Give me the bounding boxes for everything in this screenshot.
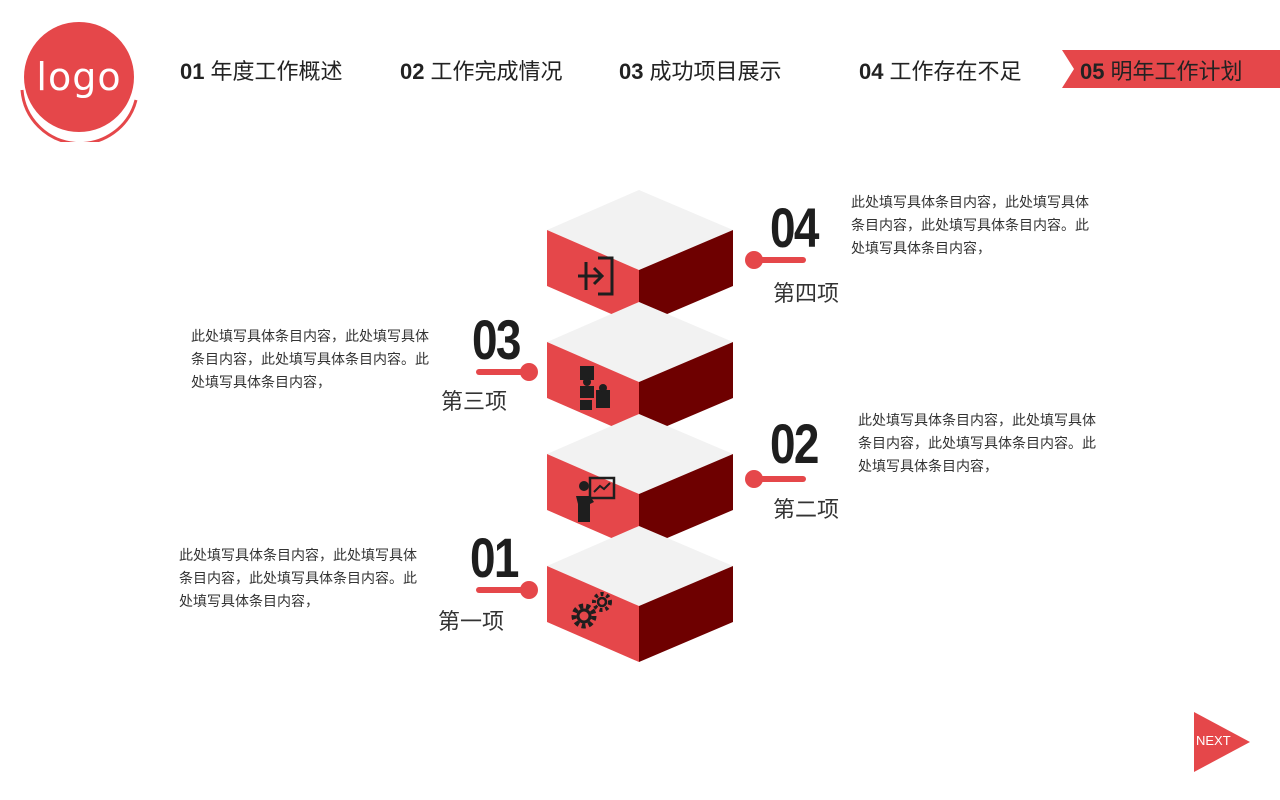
item-label-02: 第二项 <box>773 498 840 523</box>
puzzle-icon <box>580 366 610 410</box>
cube-01 <box>547 526 733 662</box>
nav-tab-label: 成功项目展示 <box>649 60 782 85</box>
item-desc-02: 此处填写具体条目内容，此处填写具体条目内容，此处填写具体条目内容。此处填写具体条… <box>858 413 1096 475</box>
presenter-icon <box>576 476 616 522</box>
nav-tab-label: 工作存在不足 <box>889 60 1022 85</box>
connector-dot-02 <box>745 470 806 488</box>
item-desc-03: 此处填写具体条目内容，此处填写具体条目内容，此处填写具体条目内容。此处填写具体条… <box>191 329 429 391</box>
connector-dot-03 <box>476 363 538 381</box>
nav-tab-number: 04 <box>859 59 884 84</box>
nav-tab-number: 02 <box>400 59 425 84</box>
item-desc-01: 此处填写具体条目内容，此处填写具体条目内容，此处填写具体条目内容。此处填写具体条… <box>179 548 417 610</box>
logo-text: logo <box>24 22 134 132</box>
nav-tab-number: 01 <box>180 59 205 84</box>
next-button[interactable] <box>1190 710 1254 774</box>
logo: logo <box>14 16 144 142</box>
item-label-03: 第三项 <box>441 390 508 415</box>
nav-tab-label: 年度工作概述 <box>210 60 343 85</box>
nav-active-banner <box>1062 50 1280 88</box>
exit-door-icon <box>578 256 614 296</box>
item-desc-04: 此处填写具体条目内容，此处填写具体条目内容，此处填写具体条目内容。此处填写具体条… <box>851 195 1089 257</box>
nav-tab-number: 05 <box>1080 59 1105 84</box>
nav-tab-label: 明年工作计划 <box>1110 60 1243 85</box>
next-button-label[interactable]: NEXT <box>1196 733 1231 748</box>
cube-04 <box>547 190 733 326</box>
item-label-04: 第四项 <box>773 282 840 307</box>
item-number-04: 04 <box>770 196 819 259</box>
connector-dot-04 <box>745 251 806 269</box>
item-number-01: 01 <box>470 526 519 589</box>
logo-ring-decoration <box>20 89 138 142</box>
gears-icon <box>571 592 612 629</box>
item-number-03: 03 <box>472 308 521 371</box>
connector-dot-01 <box>476 581 538 599</box>
nav-tab-label: 工作完成情况 <box>430 60 563 85</box>
item-number-02: 02 <box>770 412 819 475</box>
nav-tab-number: 03 <box>619 59 644 84</box>
item-label-01: 第一项 <box>438 610 505 635</box>
